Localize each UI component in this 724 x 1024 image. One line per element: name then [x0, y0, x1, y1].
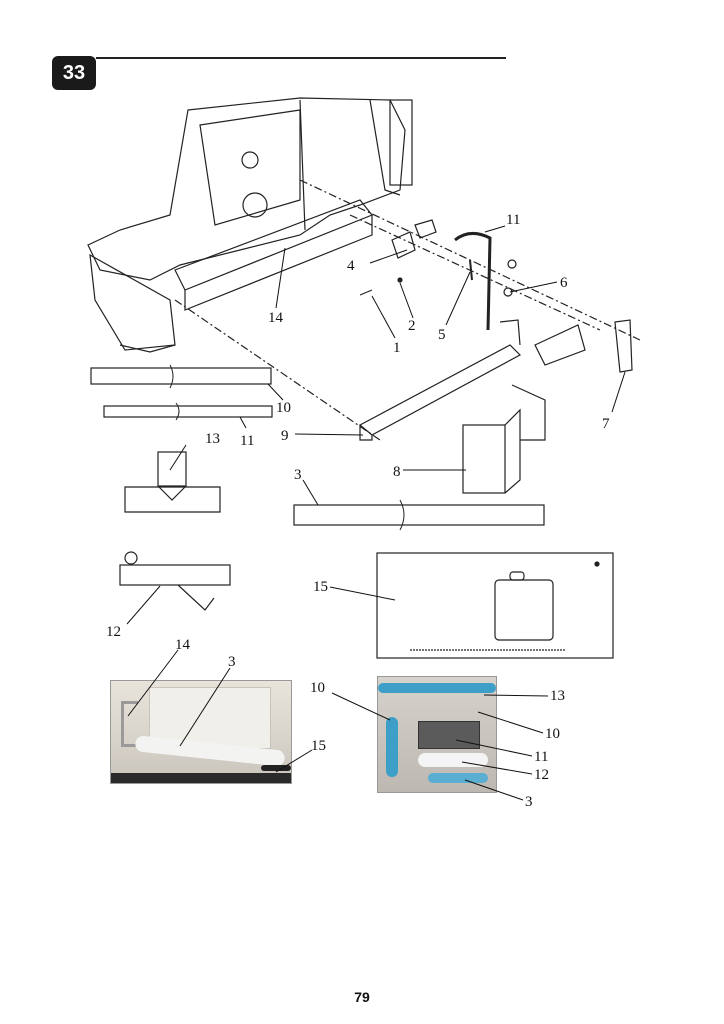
callout-5: 5: [438, 327, 446, 343]
photo-left-fitting: [121, 701, 138, 747]
photo-left-callout-3: 3: [228, 654, 236, 670]
callout-10: 10: [276, 400, 291, 416]
photo-left-callout-15: 15: [311, 738, 326, 754]
photo-right-hose-left: [386, 717, 398, 777]
photo-right-manifold: [418, 721, 480, 749]
installation-photo-right: [377, 676, 497, 793]
callout-11-tube: 11: [240, 433, 254, 449]
page-number: 79: [354, 989, 370, 1005]
callout-12: 12: [106, 624, 121, 640]
header-rule: [96, 57, 506, 59]
photo-right-callout-13: 13: [550, 688, 565, 704]
photo-left-cable: [261, 765, 291, 771]
photo-left-table: [111, 773, 291, 783]
callout-3: 3: [294, 467, 302, 483]
photo-right-callout-10a: 10: [310, 680, 325, 696]
callout-7: 7: [602, 416, 610, 432]
callout-4: 4: [347, 258, 355, 274]
photo-right-callout-10b: 10: [545, 726, 560, 742]
photo-right-hose-bottom: [428, 773, 488, 783]
callout-13: 13: [205, 431, 220, 447]
callout-2: 2: [408, 318, 416, 334]
photo-right-callout-3: 3: [525, 794, 533, 810]
step-number: 33: [62, 61, 86, 84]
installation-photo-left: [110, 680, 292, 784]
callout-6: 6: [560, 275, 568, 291]
callout-11: 11: [506, 212, 520, 228]
callout-14: 14: [268, 310, 284, 326]
callout-9: 9: [281, 428, 289, 444]
callout-1: 1: [393, 340, 401, 356]
photo-right-callout-12: 12: [534, 767, 549, 783]
step-number-badge: 33: [52, 56, 96, 90]
photo-right-hose-top: [378, 683, 496, 693]
callout-15: 15: [313, 579, 328, 595]
photo-right-callout-11: 11: [534, 749, 548, 765]
callout-8: 8: [393, 464, 401, 480]
photo-left-callout-14: 14: [175, 637, 191, 653]
